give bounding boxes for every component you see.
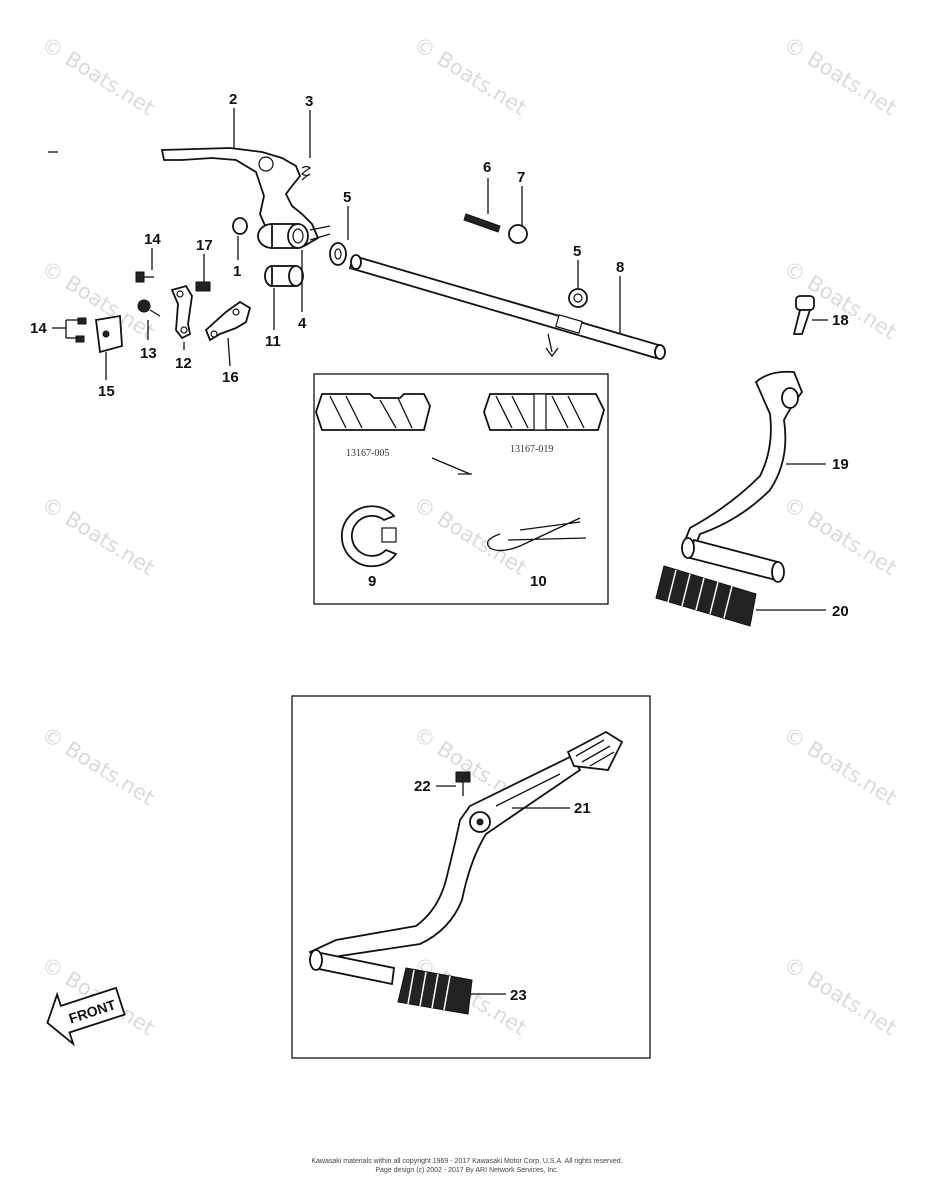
shift-pedal-inset xyxy=(291,695,651,1059)
part-code-right: 13167-019 xyxy=(510,444,553,455)
callout-14-top: 14 xyxy=(144,231,161,248)
plate-part-15 xyxy=(75,314,123,354)
nut-part-13 xyxy=(137,299,161,317)
callout-4: 4 xyxy=(298,315,307,332)
washer-part-5-left xyxy=(329,242,347,266)
copyright-line-1: Kawasaki materials within all copyright … xyxy=(311,1158,623,1165)
callout-20: 20 xyxy=(832,603,849,620)
watermark: © Boats.net xyxy=(779,32,900,120)
front-direction-arrow: FRONT xyxy=(46,986,126,1047)
collar-part-4 xyxy=(257,223,331,249)
rubber-part-20 xyxy=(655,565,757,627)
washer-part-5-right xyxy=(568,288,588,308)
plate-part-16 xyxy=(204,300,252,342)
callout-23: 23 xyxy=(510,987,527,1004)
callout-22: 22 xyxy=(414,778,431,795)
spring-pin-part-17 xyxy=(195,281,211,292)
watermark: © Boats.net xyxy=(37,722,158,810)
callout-12: 12 xyxy=(175,355,192,372)
lever-part-12 xyxy=(170,284,193,340)
callout-9: 9 xyxy=(368,573,376,590)
bolt-part-14 xyxy=(135,271,154,283)
watermark: © Boats.net xyxy=(37,32,158,120)
callout-10: 10 xyxy=(530,573,547,590)
callout-16: 16 xyxy=(222,369,239,386)
callout-11: 11 xyxy=(265,333,281,350)
watermark: © Boats.net xyxy=(409,32,530,120)
bolt-part-18 xyxy=(792,295,815,335)
bushing-part-11 xyxy=(264,265,304,287)
callout-8: 8 xyxy=(616,259,624,276)
shift-shaft-part-8 xyxy=(348,254,666,360)
kick-arm-part-19 xyxy=(680,370,804,583)
clip-detail-inset: 13167-005 13167-019 xyxy=(313,373,609,605)
watermark-layer: © Boats.net © Boats.net © Boats.net © Bo… xyxy=(37,32,900,1040)
watermark: © Boats.net xyxy=(779,492,900,580)
part-code-left: 13167-005 xyxy=(346,448,389,459)
nut-part-7 xyxy=(508,224,528,244)
callout-5-left: 5 xyxy=(343,189,351,206)
watermark: © Boats.net xyxy=(37,492,158,580)
copyright-line-2: Page design (c) 2002 - 2017 By ARI Netwo… xyxy=(375,1167,559,1174)
o-ring-part-1 xyxy=(232,217,248,235)
callout-21: 21 xyxy=(574,800,591,817)
callout-17: 17 xyxy=(196,237,213,254)
callout-13: 13 xyxy=(140,345,157,362)
watermark: © Boats.net xyxy=(409,492,530,580)
callout-19: 19 xyxy=(832,456,849,473)
callout-6: 6 xyxy=(483,159,491,176)
stud-part-6 xyxy=(463,213,501,233)
leader-lines xyxy=(52,108,828,995)
callout-labels: 2 3 1 4 5 5 6 7 8 9 10 11 12 13 14 14 15… xyxy=(30,91,849,1004)
callout-5-right: 5 xyxy=(573,243,581,260)
watermark: © Boats.net xyxy=(779,722,900,810)
callout-1: 1 xyxy=(233,263,241,280)
callout-15: 15 xyxy=(98,383,115,400)
spring-part-3 xyxy=(300,165,312,181)
callout-2: 2 xyxy=(229,91,237,108)
callout-3: 3 xyxy=(305,93,313,110)
watermark: © Boats.net xyxy=(779,952,900,1040)
callout-18: 18 xyxy=(832,312,849,329)
callout-7: 7 xyxy=(517,169,525,186)
callout-14-left: 14 xyxy=(30,320,47,337)
